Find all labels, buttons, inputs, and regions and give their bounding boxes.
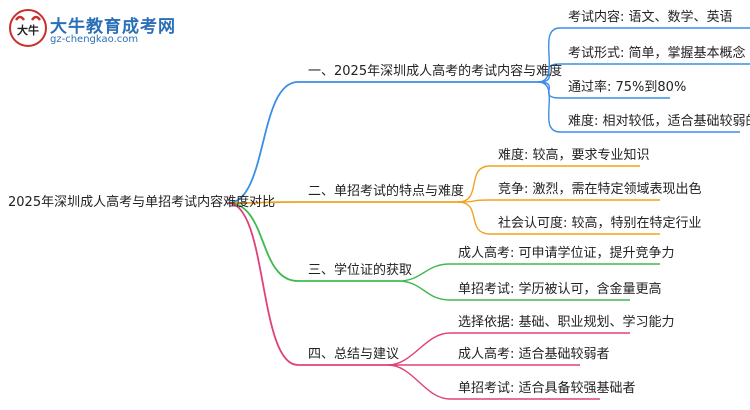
branch-leaf-link [457,199,491,203]
leaf-node: 单招考试: 适合具备较强基础者 [458,381,636,396]
root-node: 2025年深圳成人高考与单招考试内容难度对比 [8,195,276,210]
leaf-node: 选择依据: 基础、职业规划、学习能力 [458,315,675,330]
leaf-node: 社会认可度: 较高，特别在特定行业 [498,216,702,231]
branch-leaf-link [537,81,561,133]
leaf-node: 考试内容: 语文、数学、英语 [568,10,733,25]
leaf-node: 考试形式: 简单，掌握基本概念 [568,46,746,61]
branch-leaf-link [537,63,561,83]
brand-url: gz-chengkao.com [50,34,139,45]
branch-leaf-link [397,263,451,282]
logo-mark-text: 大牛 [17,23,39,37]
branch-node: 二、单招考试的特点与难度 [308,184,465,199]
brand-logo: 大牛 大牛教育成考网 gz-chengkao.com [8,8,178,50]
branch-leaf-link [457,201,491,235]
branch-leaf-link [397,280,451,301]
branch-leaf-link [387,364,451,400]
branch-leaf-link [537,27,561,83]
branch-node: 三、学位证的获取 [308,263,413,278]
branch-leaf-link [457,165,491,203]
brand-name: 大牛教育成考网 [50,17,176,37]
branch-node: 四、总结与建议 [308,347,400,362]
leaf-node: 成人高考: 可申请学位证，提升竞争力 [458,246,675,261]
leaf-node: 难度: 较高，要求专业知识 [498,148,650,163]
leaf-node: 竞争: 激烈，需在特定领域表现出色 [498,182,702,197]
branch-node: 一、2025年深圳成人高考的考试内容与难度 [308,64,563,79]
leaf-node: 单招考试: 学历被认可，含金量更高 [458,282,662,297]
root-branch-link [227,81,299,204]
branch-leaf-link [387,332,451,366]
root-branch-link [227,201,299,204]
root-branch-link [227,202,299,282]
leaf-node: 通过率: 75%到80% [568,80,687,95]
leaf-node: 成人高考: 适合基础较弱者 [458,347,610,362]
leaf-node: 难度: 相对较低，适合基础较弱的考生 [568,114,750,129]
bull-logo-icon: 大牛 [9,9,47,47]
root-branch-link [227,202,299,366]
